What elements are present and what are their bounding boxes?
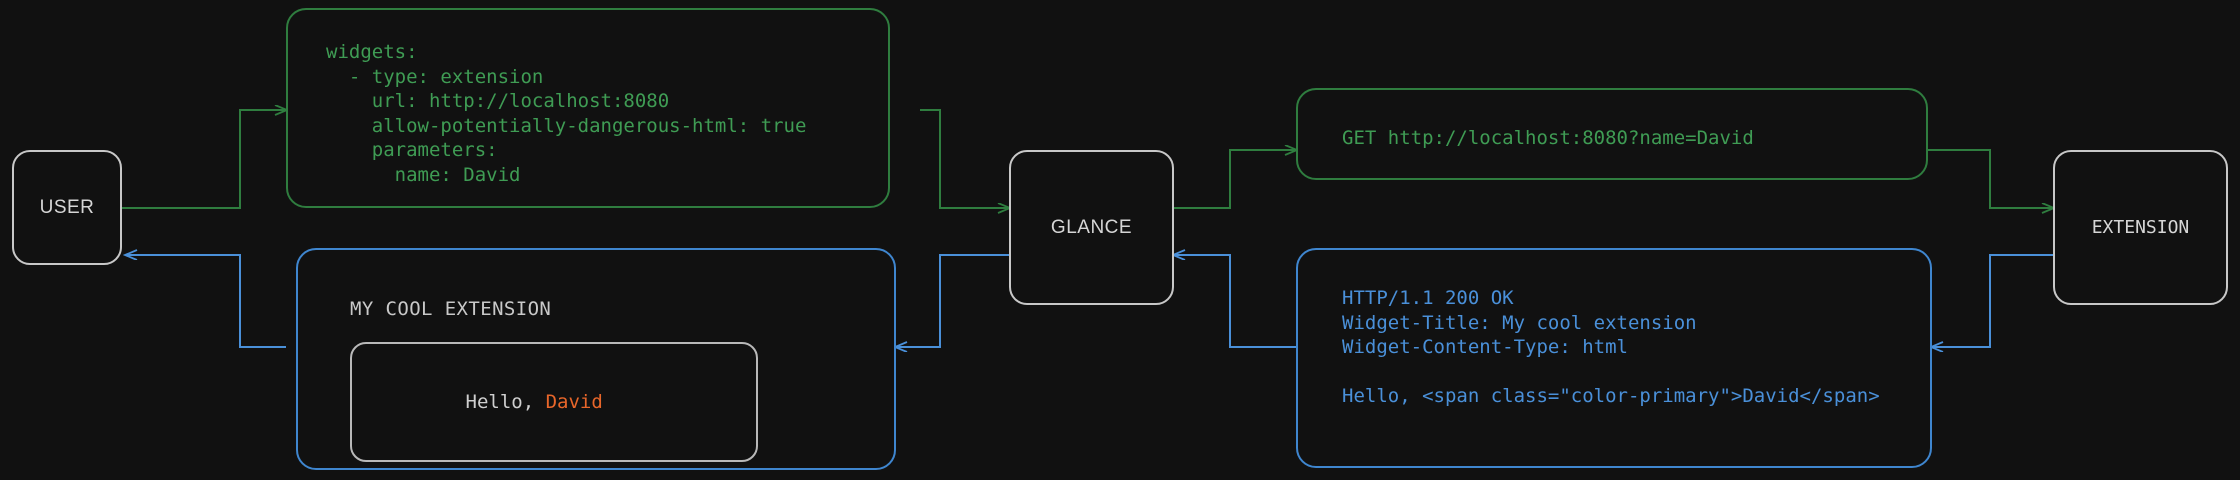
- card-http-response[interactable]: HTTP/1.1 200 OK Widget-Title: My cool ex…: [1296, 248, 1932, 468]
- node-extension[interactable]: EXTENSION: [2053, 150, 2228, 305]
- card-http-request-text: GET http://localhost:8080?name=David: [1342, 127, 1754, 149]
- node-glance[interactable]: GLANCE: [1009, 150, 1174, 305]
- rendered-widget-title: MY COOL EXTENSION: [350, 298, 552, 320]
- card-rendered-widget[interactable]: MY COOL EXTENSION Hello, David: [296, 248, 896, 470]
- node-glance-label: GLANCE: [1050, 216, 1133, 238]
- card-config[interactable]: widgets: - type: extension url: http://l…: [286, 8, 890, 208]
- connector-glance-to-rendered-widget: [896, 254, 1009, 347]
- rendered-widget-body-box: Hello, David: [350, 342, 758, 462]
- rendered-widget-greeting: Hello,: [465, 391, 546, 413]
- connector-config-to-glance: [920, 109, 1009, 208]
- rendered-widget-name: David: [545, 391, 603, 413]
- connector-rendered-widget-to-user: [126, 255, 286, 348]
- rendered-widget-body: Hello, David: [352, 369, 603, 435]
- card-config-text: widgets: - type: extension url: http://l…: [326, 41, 807, 186]
- connector-user-to-config: [122, 110, 286, 209]
- card-http-response-text: HTTP/1.1 200 OK Widget-Title: My cool ex…: [1342, 287, 1880, 407]
- connector-glance-to-http-request: [1174, 150, 1296, 209]
- card-http-request[interactable]: GET http://localhost:8080?name=David: [1296, 88, 1928, 180]
- node-user-label: USER: [39, 196, 95, 218]
- connector-http-response-to-glance: [1174, 255, 1296, 348]
- connector-extension-to-http-response: [1932, 254, 2053, 347]
- node-user[interactable]: USER: [12, 150, 122, 265]
- connector-http-request-to-extension: [1928, 149, 2053, 208]
- node-extension-label: EXTENSION: [2091, 217, 2190, 238]
